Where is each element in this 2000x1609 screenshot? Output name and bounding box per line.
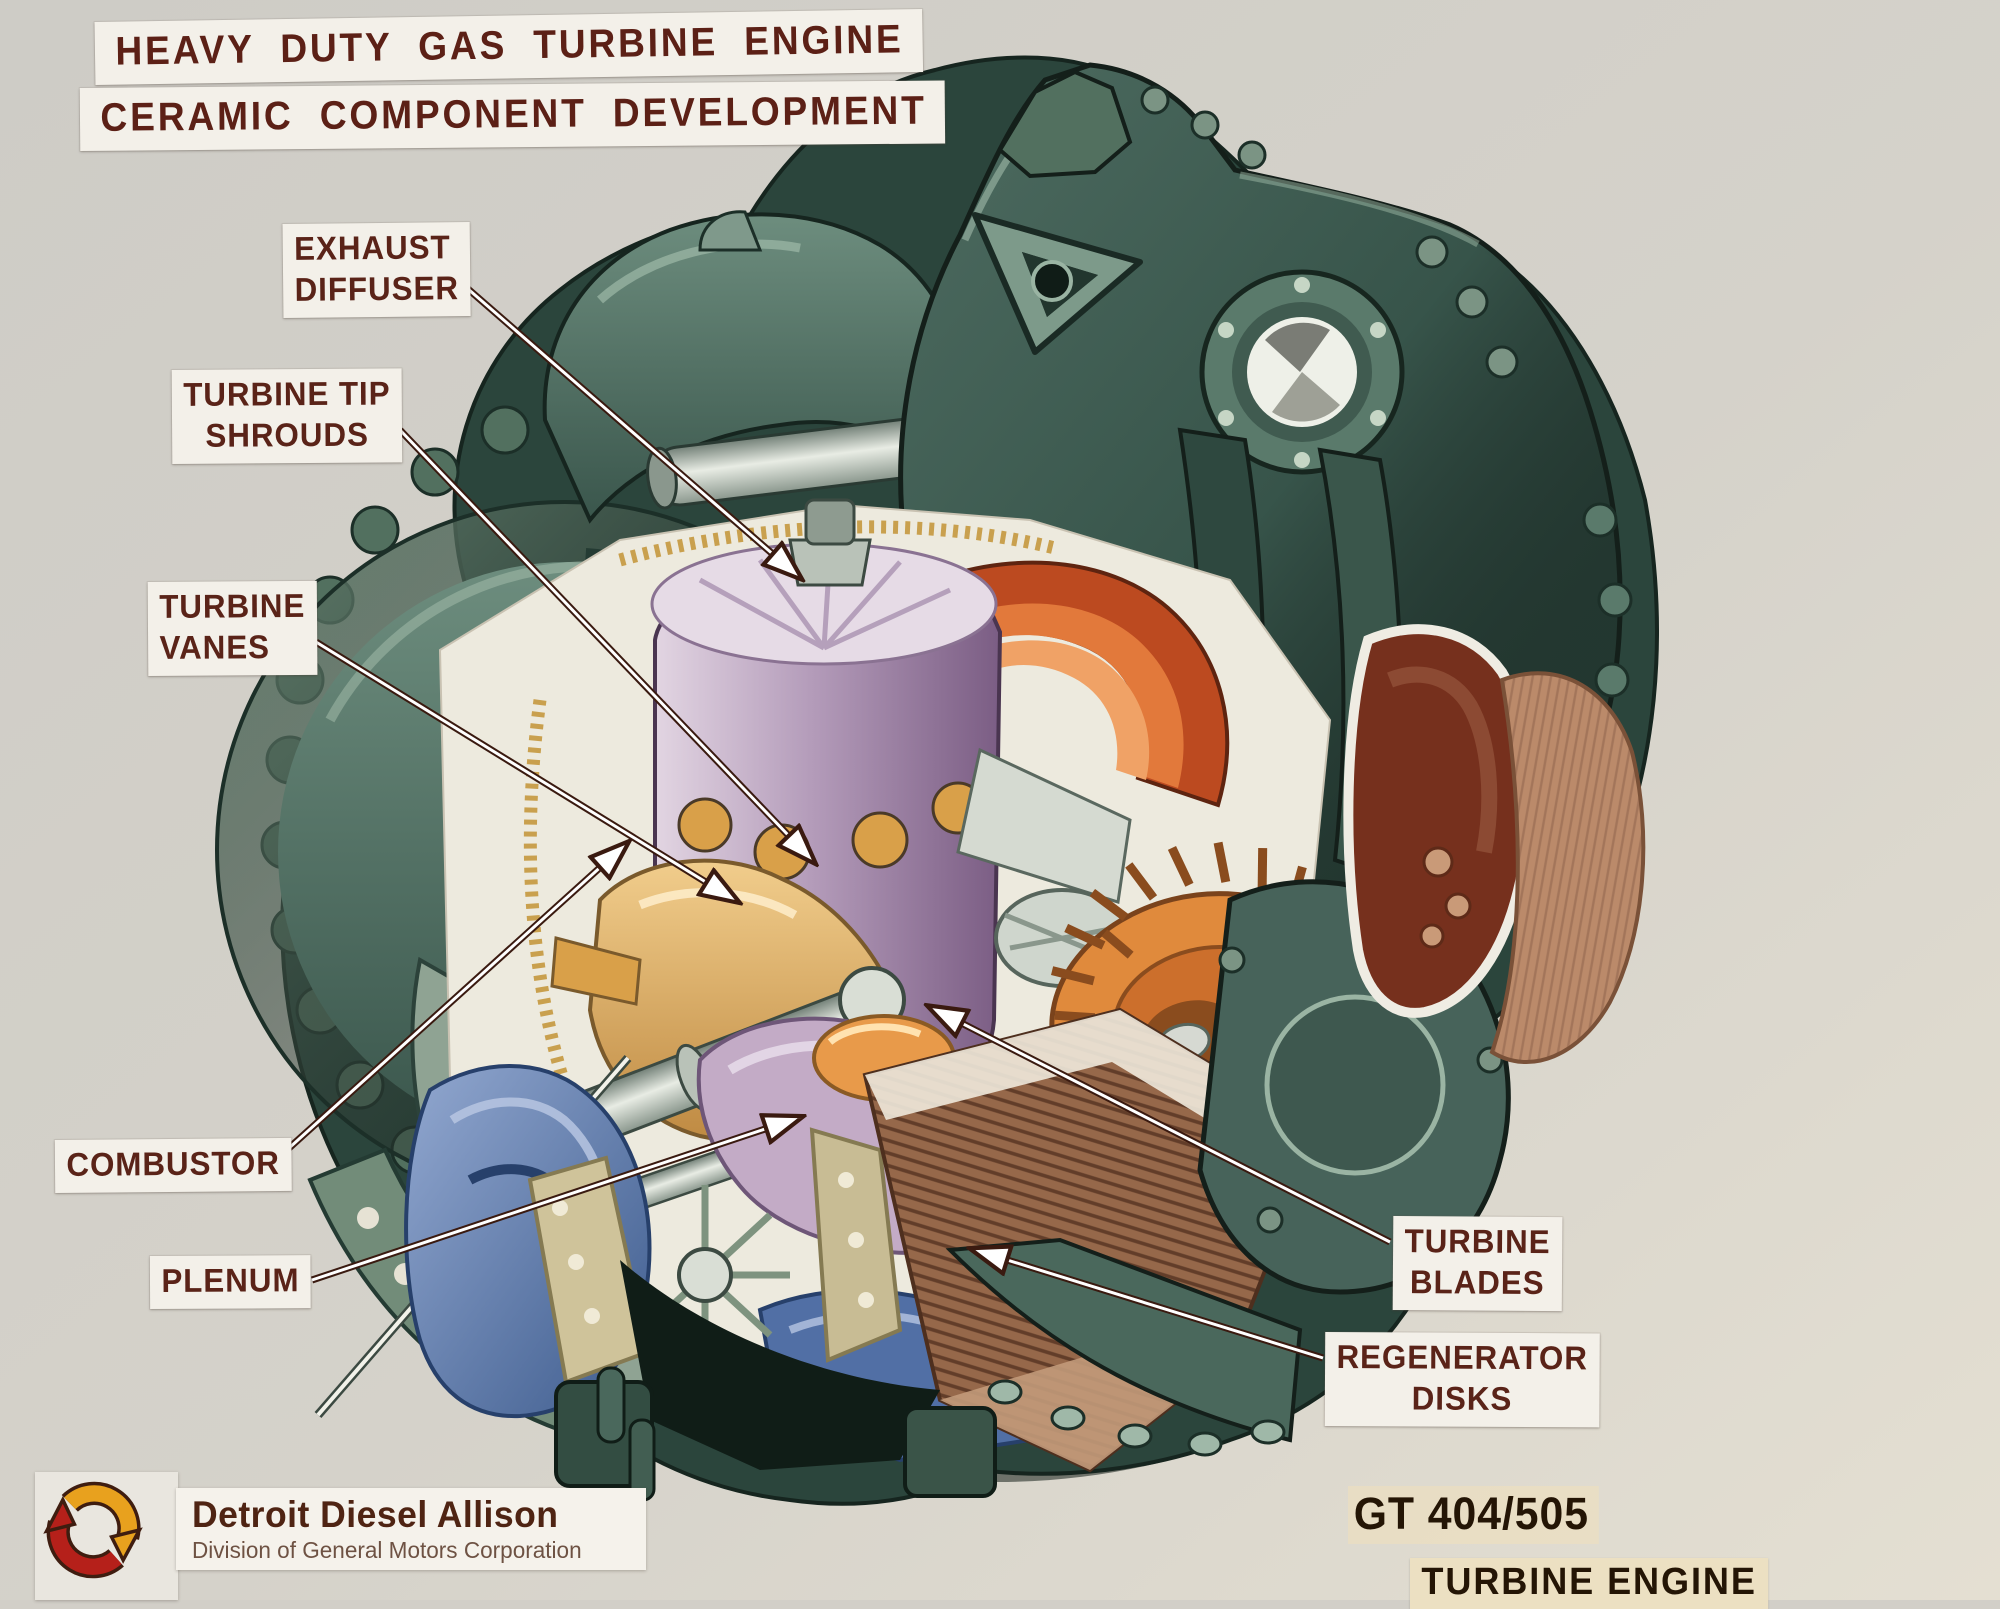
mounting-feet xyxy=(554,1366,997,1502)
circular-arrows-logo-icon xyxy=(43,1481,143,1579)
callout-regenerator-disks-line1: REGENERATOR xyxy=(1336,1338,1589,1377)
model-block: GT 404/505 TURBINE ENGINE xyxy=(1348,1486,1787,1609)
callout-plenum: PLENUM xyxy=(149,1255,312,1309)
exhaust-diffuser-part xyxy=(932,560,1230,808)
title-line-2: CERAMIC COMPONENT DEVELOPMENT xyxy=(79,80,946,151)
bottom-casing xyxy=(554,1237,1303,1502)
logo-division-line: Division of General Motors Corporation xyxy=(192,1537,582,1563)
callout-turbine-blades: TURBINE BLADES xyxy=(1392,1216,1563,1311)
callout-turbine-vanes: TURBINE VANES xyxy=(147,580,318,676)
support-frame xyxy=(527,1127,903,1385)
leader-lines xyxy=(275,279,1392,1362)
callout-exhaust-diffuser-line2: DIFFUSER xyxy=(294,269,460,308)
callout-turbine-vanes-line2: VANES xyxy=(159,628,271,666)
regenerator-housing xyxy=(1197,624,1646,1295)
callout-regenerator-disks-line2: DISKS xyxy=(1411,1379,1513,1417)
leader-combustor xyxy=(276,845,625,1160)
callout-turbine-blades-line2: BLADES xyxy=(1409,1263,1545,1301)
model-name: TURBINE ENGINE xyxy=(1410,1558,1769,1609)
internals xyxy=(314,498,1351,1473)
callout-exhaust-diffuser: EXHAUST DIFFUSER xyxy=(282,222,471,318)
logo-text-block: Detroit Diesel Allison Division of Gener… xyxy=(176,1488,646,1570)
callout-exhaust-diffuser-line1: EXHAUST xyxy=(293,228,451,267)
leader-plenum xyxy=(311,1118,798,1282)
callout-regenerator-disks: REGENERATOR DISKS xyxy=(1324,1332,1600,1428)
callout-turbine-tip-shrouds-line2: SHROUDS xyxy=(205,415,369,454)
leader-exhaust-diffuser xyxy=(459,280,798,576)
logo-tile xyxy=(35,1472,178,1600)
leader-turbine-vanes xyxy=(315,640,735,900)
callout-turbine-tip-shrouds: TURBINE TIP SHROUDS xyxy=(171,368,403,464)
leader-regenerator-disks xyxy=(975,1250,1324,1360)
callout-turbine-vanes-line1: TURBINE xyxy=(159,586,306,625)
callout-combustor: COMBUSTOR xyxy=(54,1137,292,1193)
title-line-1: HEAVY DUTY GAS TURBINE ENGINE xyxy=(94,9,923,85)
inspection-port xyxy=(1199,269,1405,475)
leader-turbine-tip-shrouds xyxy=(398,428,812,860)
callout-turbine-tip-shrouds-line1: TURBINE TIP xyxy=(183,374,391,413)
leader-turbine-blades xyxy=(932,1008,1391,1244)
model-designation: GT 404/505 xyxy=(1348,1486,1599,1544)
callout-turbine-blades-line1: TURBINE xyxy=(1404,1222,1551,1261)
logo-company-name: Detroit Diesel Allison xyxy=(192,1494,559,1535)
